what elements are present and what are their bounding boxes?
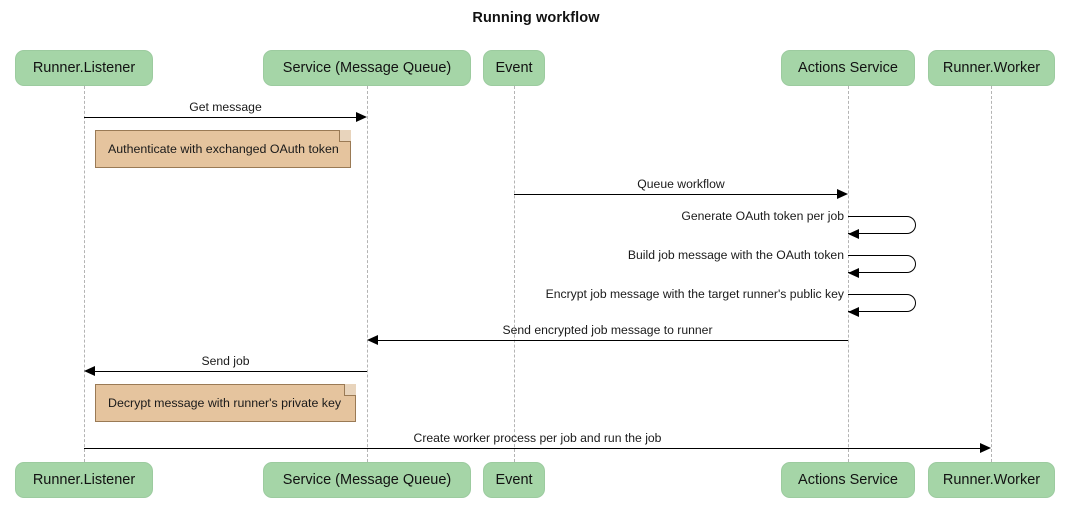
selfloop-build-job-message-with-the-oauth-token — [848, 255, 916, 273]
participant-label: Event — [495, 472, 533, 488]
message-line-send-job — [95, 371, 367, 372]
selfloop-generate-oauth-token-per-job — [848, 216, 916, 234]
arrowhead-generate-oauth-token-per-job — [848, 228, 859, 239]
lifeline-runner-worker — [991, 86, 992, 462]
participant-label: Runner.Worker — [942, 472, 1041, 488]
message-label-encrypt-job-message-with-the-target-runners-public-key: Encrypt job message with the target runn… — [545, 287, 844, 301]
lifeline-service-message-queue — [367, 86, 368, 462]
arrowhead-build-job-message-with-the-oauth-token — [848, 267, 859, 278]
message-line-queue-workflow — [514, 194, 838, 195]
message-label-generate-oauth-token-per-job: Generate OAuth token per job — [681, 209, 844, 223]
message-line-send-encrypted-job-message-to-runner — [378, 340, 848, 341]
note-fold-icon — [339, 130, 351, 142]
message-label-build-job-message-with-the-oauth-token: Build job message with the OAuth token — [627, 248, 844, 262]
arrowhead-send-encrypted-job-message-to-runner — [367, 334, 378, 345]
message-label-create-worker-process-per-job-and-run-the-job: Create worker process per job and run th… — [413, 431, 662, 445]
note-authenticate-note: Authenticate with exchanged OAuth token — [95, 130, 351, 168]
participant-top-event[interactable]: Event — [483, 50, 545, 86]
participant-top-runner-listener[interactable]: Runner.Listener — [15, 50, 153, 86]
participant-top-service-message-queue[interactable]: Service (Message Queue) — [263, 50, 471, 86]
lifeline-runner-listener — [84, 86, 85, 462]
lifeline-event — [514, 86, 515, 462]
participant-label: Service (Message Queue) — [282, 472, 452, 488]
message-line-get-message — [84, 117, 357, 118]
message-line-create-worker-process-per-job-and-run-the-job — [84, 448, 981, 449]
participant-label: Runner.Listener — [32, 60, 136, 76]
participant-bottom-event[interactable]: Event — [483, 462, 545, 498]
arrowhead-send-job — [84, 365, 95, 376]
message-label-send-encrypted-job-message-to-runner: Send encrypted job message to runner — [502, 323, 713, 337]
participant-bottom-runner-worker[interactable]: Runner.Worker — [928, 462, 1055, 498]
participant-label: Runner.Worker — [942, 60, 1041, 76]
message-label-queue-workflow: Queue workflow — [637, 177, 725, 191]
participant-label: Event — [495, 60, 533, 76]
arrowhead-get-message — [356, 111, 367, 122]
arrowhead-queue-workflow — [837, 188, 848, 199]
page-title: Running workflow — [472, 10, 600, 26]
participant-bottom-actions-service[interactable]: Actions Service — [781, 462, 915, 498]
note-fold-icon — [344, 384, 356, 396]
participant-bottom-runner-listener[interactable]: Runner.Listener — [15, 462, 153, 498]
participant-top-actions-service[interactable]: Actions Service — [781, 50, 915, 86]
selfloop-encrypt-job-message-with-the-target-runners-public-key — [848, 294, 916, 312]
participant-label: Actions Service — [798, 60, 898, 76]
note-text: Authenticate with exchanged OAuth token — [108, 142, 339, 156]
note-decrypt-note: Decrypt message with runner's private ke… — [95, 384, 356, 422]
arrowhead-create-worker-process-per-job-and-run-the-job — [980, 442, 991, 453]
participant-label: Actions Service — [798, 472, 898, 488]
message-label-get-message: Get message — [189, 100, 262, 114]
note-text: Decrypt message with runner's private ke… — [108, 396, 342, 410]
participant-label: Runner.Listener — [32, 472, 136, 488]
message-label-send-job: Send job — [201, 354, 250, 368]
participant-top-runner-worker[interactable]: Runner.Worker — [928, 50, 1055, 86]
participant-bottom-service-message-queue[interactable]: Service (Message Queue) — [263, 462, 471, 498]
arrowhead-encrypt-job-message-with-the-target-runners-public-key — [848, 306, 859, 317]
participant-label: Service (Message Queue) — [282, 60, 452, 76]
